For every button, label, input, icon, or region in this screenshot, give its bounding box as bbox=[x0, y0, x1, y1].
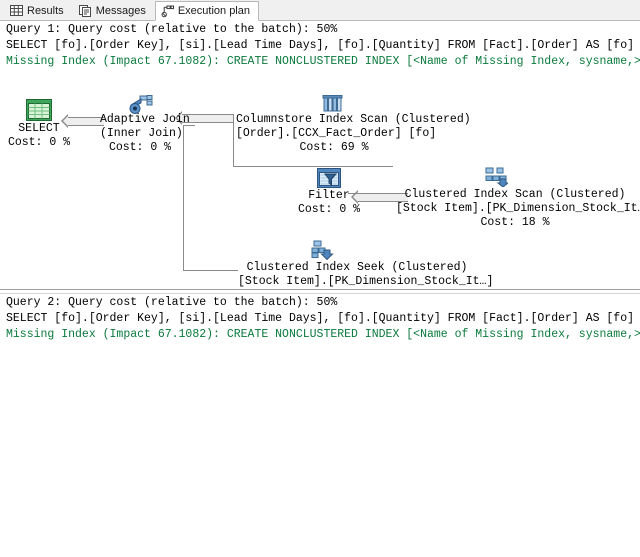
clustered-index-scan-node-line2: [Stock Item].[PK_Dimension_Stock_It…] bbox=[396, 202, 640, 215]
clustered-index-seek-node-line2: [Stock Item].[PK_Dimension_Stock_It…] bbox=[238, 275, 494, 288]
columnstore-index-scan-node[interactable]: Columnstore Index Scan (Clustered) [Orde… bbox=[236, 113, 471, 155]
query-2-sql-line: SELECT [fo].[Order Key], [si].[Lead Time… bbox=[6, 312, 640, 325]
edge-columnstore-run bbox=[233, 166, 393, 167]
adaptive-join-node-line2: (Inner Join) bbox=[100, 127, 183, 140]
filter-node[interactable]: Filter Cost: 0 % bbox=[294, 189, 364, 217]
query-1-cost-line: Query 1: Query cost (relative to the bat… bbox=[6, 23, 338, 36]
edge-seek-riser bbox=[183, 125, 184, 270]
select-icon bbox=[26, 99, 52, 121]
edge-columnstore-to-adaptivejoin bbox=[175, 111, 234, 125]
columnstore-scan-icon bbox=[322, 95, 343, 112]
select-node-cost: Cost: 0 % bbox=[7, 136, 71, 149]
results-tabstrip: Results Messages Execution plan bbox=[0, 0, 640, 21]
tab-messages[interactable]: Messages bbox=[73, 0, 155, 20]
tab-execution-plan[interactable]: Execution plan bbox=[154, 1, 259, 21]
filter-node-cost: Cost: 0 % bbox=[297, 203, 361, 216]
edge-cisscan-to-filter bbox=[351, 190, 408, 204]
tab-results-label: Results bbox=[27, 4, 64, 17]
edge-seek-run bbox=[183, 270, 238, 271]
select-node[interactable]: SELECT Cost: 0 % bbox=[4, 122, 74, 150]
query-1-missing-index-line: Missing Index (Impact 67.1082): CREATE N… bbox=[6, 55, 640, 68]
query-2-missing-index-line: Missing Index (Impact 67.1082): CREATE N… bbox=[6, 328, 640, 341]
adaptive-join-icon bbox=[129, 95, 153, 114]
edge-columnstore-drop bbox=[233, 114, 234, 166]
columnstore-index-scan-node-line1: Columnstore Index Scan (Clustered) bbox=[236, 113, 471, 126]
adaptive-join-node[interactable]: Adaptive Join (Inner Join) Cost: 0 % bbox=[100, 113, 190, 155]
query-2-cost-line: Query 2: Query cost (relative to the bat… bbox=[6, 296, 338, 309]
grid-icon bbox=[10, 5, 23, 16]
edge-adaptivejoin-to-select bbox=[61, 114, 104, 128]
clustered-index-scan-icon bbox=[485, 167, 508, 187]
clustered-index-seek-node-line1: Clustered Index Seek (Clustered) bbox=[246, 261, 468, 274]
tab-messages-label: Messages bbox=[95, 4, 146, 17]
filter-icon bbox=[317, 168, 341, 188]
columnstore-index-scan-node-cost: Cost: 69 % bbox=[299, 141, 369, 154]
filter-node-line1: Filter bbox=[308, 189, 350, 202]
edge-seek-top bbox=[183, 125, 195, 126]
tab-execution-plan-label: Execution plan bbox=[177, 5, 250, 17]
clustered-index-scan-node[interactable]: Clustered Index Scan (Clustered) [Stock … bbox=[396, 188, 640, 230]
plan-icon bbox=[161, 5, 174, 17]
adaptive-join-node-line1: Adaptive Join bbox=[100, 113, 190, 126]
clustered-index-scan-node-line1: Clustered Index Scan (Clustered) bbox=[404, 188, 626, 201]
edge-filter-in bbox=[348, 193, 362, 194]
execution-plan-pane-query-1[interactable]: Query 1: Query cost (relative to the bat… bbox=[0, 21, 640, 289]
message-icon bbox=[78, 5, 91, 17]
select-node-line1: SELECT bbox=[18, 122, 60, 135]
tab-results[interactable]: Results bbox=[4, 0, 73, 20]
query-1-sql-line: SELECT [fo].[Order Key], [si].[Lead Time… bbox=[6, 39, 640, 52]
clustered-index-seek-node[interactable]: Clustered Index Seek (Clustered) [Stock … bbox=[238, 261, 494, 289]
clustered-index-scan-node-cost: Cost: 18 % bbox=[480, 216, 550, 229]
clustered-index-seek-icon bbox=[311, 240, 334, 260]
adaptive-join-node-cost: Cost: 0 % bbox=[108, 141, 172, 154]
columnstore-index-scan-node-line2: [Order].[CCX_Fact_Order] [fo] bbox=[236, 127, 437, 140]
execution-plan-pane-query-2[interactable]: Query 2: Query cost (relative to the bat… bbox=[0, 294, 640, 556]
plan-pane-separator bbox=[0, 289, 640, 294]
